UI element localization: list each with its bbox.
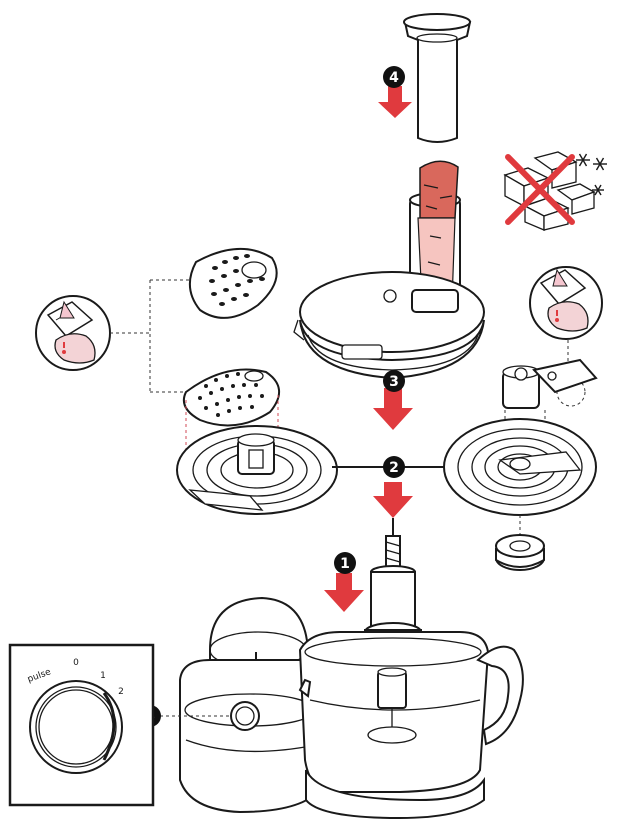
bowl [298,631,524,820]
pusher [403,13,472,143]
reversible-disc-bottom [182,368,280,427]
step-badge-1: 1 [334,552,356,574]
arrow-step-4 [378,86,412,118]
slicing-disc-right [443,418,597,516]
dial-label-2: 2 [118,687,124,697]
reversible-disc-top [189,248,278,319]
arrow-step-3 [373,388,413,430]
blade-holder-part [502,358,598,409]
sharp-blade-warning-icon-left [35,295,111,371]
no-ice-warning-icon [503,151,596,231]
connector-lines-left [110,279,190,393]
motor-base [179,596,321,814]
sharp-blade-warning-icon-right [529,266,603,340]
base-dial-small [230,701,260,731]
snowflake-icon [576,153,607,196]
arrow-step-2 [373,482,413,518]
step-badge-2: 2 [383,456,405,478]
alignment-dashes-left [185,395,279,450]
step-1-label: 1 [340,556,350,572]
dial-label-1: 1 [100,671,106,681]
dial-inset: pulse 0 1 2 [8,643,155,807]
step-badge-3: 3 [383,370,405,392]
disc-holder-left [176,425,338,515]
arrow-step-1 [324,573,364,612]
step-badge-4: 4 [383,66,405,88]
step-4-label: 4 [389,70,399,86]
disc-hub [495,534,545,571]
dial-label-0: 0 [73,658,79,668]
step-2-label: 2 [389,460,399,476]
lid [293,271,485,380]
step-3-label: 3 [389,374,399,390]
